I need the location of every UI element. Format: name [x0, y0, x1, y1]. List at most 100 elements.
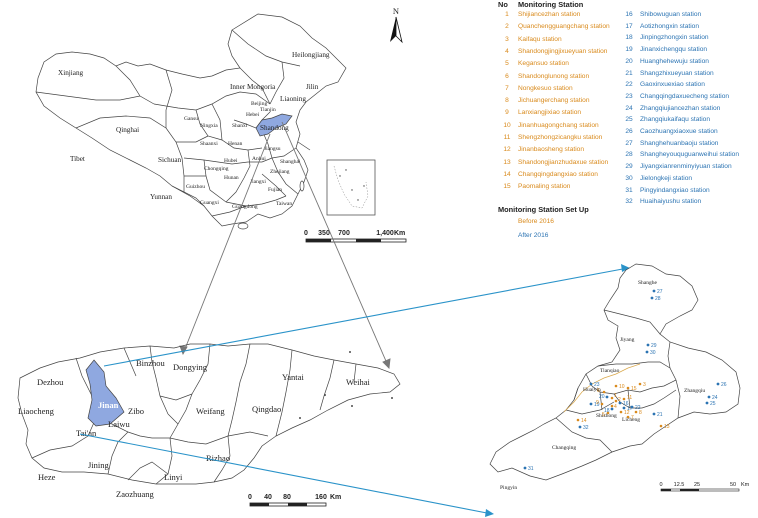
legend-station-name: Gaoxinxuexiao station — [640, 81, 705, 89]
label-shaanxi: Shaanxi — [200, 141, 218, 147]
label-guangxi: Guangxi — [200, 200, 219, 206]
label-shanghai: Shanghai — [280, 159, 301, 165]
legend-station-name: Changqingdangxiao station — [518, 170, 598, 178]
label-hunan: Hunan — [224, 175, 239, 181]
label-jinan: Jinan — [98, 400, 119, 410]
station-markers: 27 28 29 30 26 24 25 23 19 16 17 18 20 — [523, 289, 727, 472]
station-18-num: 18 — [604, 408, 610, 414]
legend-station-name: Jinanxichengqu station — [640, 46, 708, 54]
legend-station-name: Pingyindangxiao station — [640, 186, 710, 194]
label-dezhou: Dezhou — [37, 377, 64, 387]
legend-station-name: Shijiancezhan station — [518, 11, 581, 18]
station-7-num: 7 — [631, 415, 634, 421]
label-linyi: Linyi — [164, 472, 183, 482]
station-14-num: 14 — [581, 418, 587, 424]
label-jilin: Jilin — [306, 83, 319, 91]
legend-col-no: No — [498, 0, 508, 9]
station-29-marker — [646, 343, 650, 347]
legend-col-station: Monitoring Station — [518, 0, 584, 9]
station-20-marker — [605, 395, 609, 399]
legend-station-name: Paomaling station — [518, 183, 571, 191]
legend-station-name: Shanghehuanbaoju station — [640, 139, 719, 147]
jinan-labels: Shanghe Jiyang Tianqiao Huaiyin Shizhong… — [500, 280, 705, 491]
label-zhejiang: Zhejiang — [270, 169, 290, 175]
legend-station-name: Jielongkeji station — [640, 174, 693, 182]
label-fujian: Fujian — [268, 187, 282, 193]
label-henan: Henan — [228, 141, 243, 147]
station-27-num: 27 — [657, 289, 663, 295]
label-sichuan: Sichuan — [158, 156, 182, 164]
jinan-scale-25: 25 — [694, 482, 700, 488]
china-scale-350: 350 — [318, 230, 330, 237]
station-16-num: 16 — [623, 401, 629, 407]
jinan-scale-0: 0 — [659, 482, 662, 488]
legend-station-name: Jichuangerchang station — [518, 97, 590, 105]
china-labels: Heilongjiang Xinjiang Inner Mongoria Jil… — [58, 51, 330, 210]
china-scale-1400: 1,400 — [376, 230, 394, 237]
legend-station-no: 1 — [505, 11, 509, 18]
station-17-marker — [622, 406, 626, 410]
station-32-marker — [578, 425, 582, 429]
label-shanghe: Shanghe — [638, 280, 658, 286]
legend-station-22: 22 Gaoxinxuexiao station — [618, 81, 705, 88]
station-16-marker — [618, 401, 622, 405]
legend-station-no: 23 — [625, 92, 633, 100]
label-shanxi: Shanxi — [232, 123, 248, 129]
shandong-outline — [17, 343, 401, 485]
station-25-marker — [705, 401, 709, 405]
station-13-marker — [659, 424, 663, 428]
label-tibet: Tibet — [70, 155, 85, 163]
label-jining: Jining — [88, 460, 110, 470]
station-3-marker — [638, 382, 642, 386]
china-shandong-connectors — [179, 121, 391, 369]
legend-station-name: Aotizhongxin station — [640, 22, 700, 30]
label-rizhao: Rizhao — [206, 453, 230, 463]
station-15-num: 15 — [631, 386, 637, 392]
label-yunnan: Yunnan — [150, 193, 172, 201]
label-jiyang: Jiyang — [620, 337, 635, 343]
legend-station-name: Shandongjianzhudaxue station — [518, 158, 609, 166]
legend-station-no: 22 — [625, 81, 633, 89]
station-20-num: 20 — [599, 394, 605, 400]
station-22-num: 22 — [635, 405, 641, 411]
legend-station-no: 2 — [505, 23, 509, 31]
south-china-sea-inset — [326, 159, 376, 216]
legend-station-no: 21 — [625, 69, 633, 77]
legend-station-no: 32 — [625, 198, 633, 206]
shandong-highlight — [255, 113, 293, 137]
station-4-marker — [610, 404, 614, 408]
legend-station-no: 18 — [625, 34, 633, 42]
legend-station-no: 4 — [505, 47, 509, 55]
label-qinghai: Qinghai — [116, 126, 139, 134]
legend-station-name: Jinanbaosheng station — [518, 146, 584, 154]
station-23-marker — [589, 382, 593, 386]
station-6-num: 6 — [597, 388, 600, 394]
shandong-scale-0: 0 — [248, 494, 252, 501]
label-weifang: Weifang — [196, 406, 225, 416]
station-12-marker — [619, 410, 623, 414]
legend-station-no: 27 — [625, 139, 633, 147]
station-22-marker — [630, 405, 634, 409]
label-huaiyin: Huaiyin — [583, 387, 601, 393]
station-3-num: 3 — [643, 382, 646, 388]
station-2-num: 2 — [618, 397, 621, 403]
china-scale-unit: Km — [394, 230, 405, 237]
legend-station-name: Zhangqiujiancezhan station — [640, 104, 721, 112]
shandong-jinan-connectors — [79, 264, 630, 517]
shandong-labels: Binzhou Dongying Dezhou Yantai Weihai Li… — [18, 358, 370, 499]
station-23-num: 23 — [594, 382, 600, 388]
legend-station-no: 31 — [625, 186, 633, 194]
label-liaoning: Liaoning — [280, 95, 306, 103]
legend-station-name: Shandongjingjixueyuan station — [518, 47, 608, 55]
